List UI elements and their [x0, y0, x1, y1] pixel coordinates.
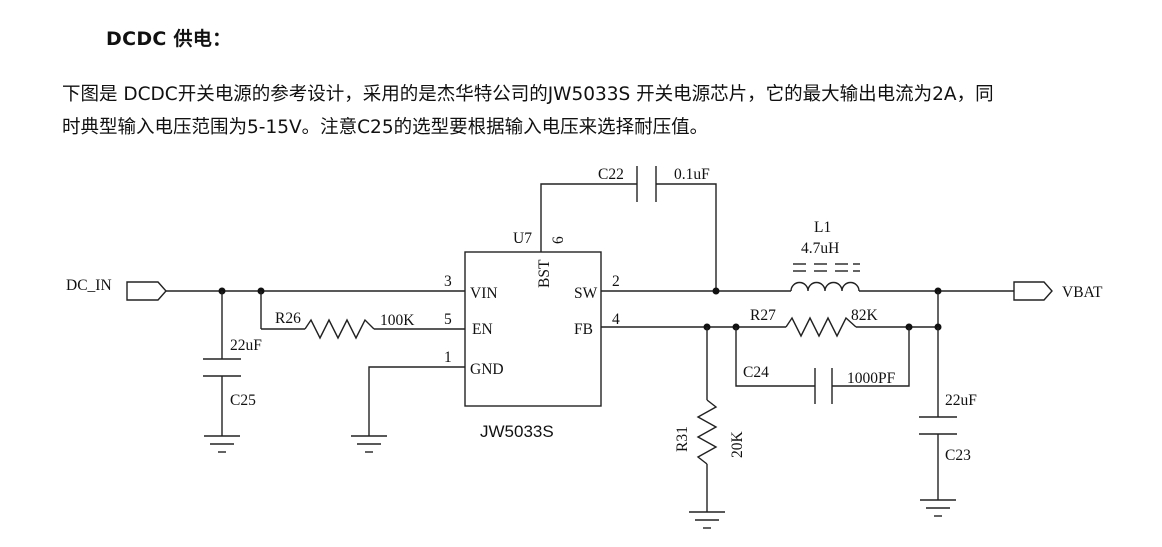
ground-symbol: [204, 435, 240, 453]
bst-wire: [540, 183, 637, 252]
c24-ref: C24: [743, 364, 769, 381]
pin-fb-name: FB: [574, 321, 593, 338]
r27-resistor: [785, 316, 857, 338]
pin-sw-number: 2: [612, 273, 620, 290]
vbat-label: VBAT: [1062, 284, 1103, 301]
pin-en-name: EN: [472, 321, 493, 338]
c22-ref: C22: [598, 166, 624, 183]
ground-symbol: [920, 499, 956, 517]
r31-value: 20K: [729, 431, 746, 459]
c25-ref: C25: [230, 392, 256, 409]
dc-in-port: [126, 281, 167, 301]
ic-ref-label: U7: [513, 230, 532, 247]
junction-dot: [712, 287, 720, 295]
ground-symbol: [351, 435, 387, 453]
r26-value: 100K: [380, 312, 415, 329]
c24-value: 1000PF: [847, 370, 896, 387]
r31-ref: R31: [674, 426, 691, 452]
pin-vin-number: 3: [444, 273, 452, 290]
section-heading: DCDC 供电：: [106, 28, 232, 50]
description-paragraph: 下图是 DCDC开关电源的参考设计，采用的是杰华特公司的JW5033S 开关电源…: [62, 78, 1122, 144]
r26-ref: R26: [275, 310, 301, 327]
pin-gnd-name: GND: [470, 361, 504, 378]
l1-core-marks: [793, 263, 860, 272]
pin-vin-name: VIN: [470, 285, 498, 302]
dc-in-label: DC_IN: [66, 277, 112, 294]
pin-en-number: 5: [444, 311, 452, 328]
pin-fb-number: 4: [612, 311, 620, 328]
pin-bst-name: BST: [536, 259, 553, 288]
l1-ref: L1: [814, 219, 831, 236]
pin-bst-number: 6: [550, 236, 567, 244]
c22-value: 0.1uF: [674, 166, 710, 183]
c24-wire: [735, 327, 815, 387]
l1-value: 4.7uH: [801, 240, 839, 257]
pin-sw-name: SW: [574, 285, 598, 302]
r27-ref: R27: [750, 307, 776, 324]
gnd-wire: [368, 366, 465, 436]
ic-part-label: JW5033S: [480, 422, 554, 441]
pin-gnd-number: 1: [444, 349, 452, 366]
description-line-2: 时典型输入电压范围为5-15V。注意C25的选型要根据输入电压来选择耐压值。: [62, 117, 709, 138]
c25-value: 22uF: [230, 337, 262, 354]
l1-inductor: [790, 281, 860, 292]
description-line-1: 下图是 DCDC开关电源的参考设计，采用的是杰华特公司的JW5033S 开关电源…: [62, 84, 994, 105]
c23-ref: C23: [945, 447, 971, 464]
r26-resistor: [304, 318, 375, 340]
bst-sw-wire: [656, 183, 717, 291]
c23-value: 22uF: [945, 392, 977, 409]
c24-wire: [832, 327, 910, 387]
vbat-port: [1013, 281, 1053, 301]
r31-resistor: [696, 399, 718, 465]
ground-symbol: [689, 511, 725, 529]
r27-value: 82K: [851, 307, 879, 324]
